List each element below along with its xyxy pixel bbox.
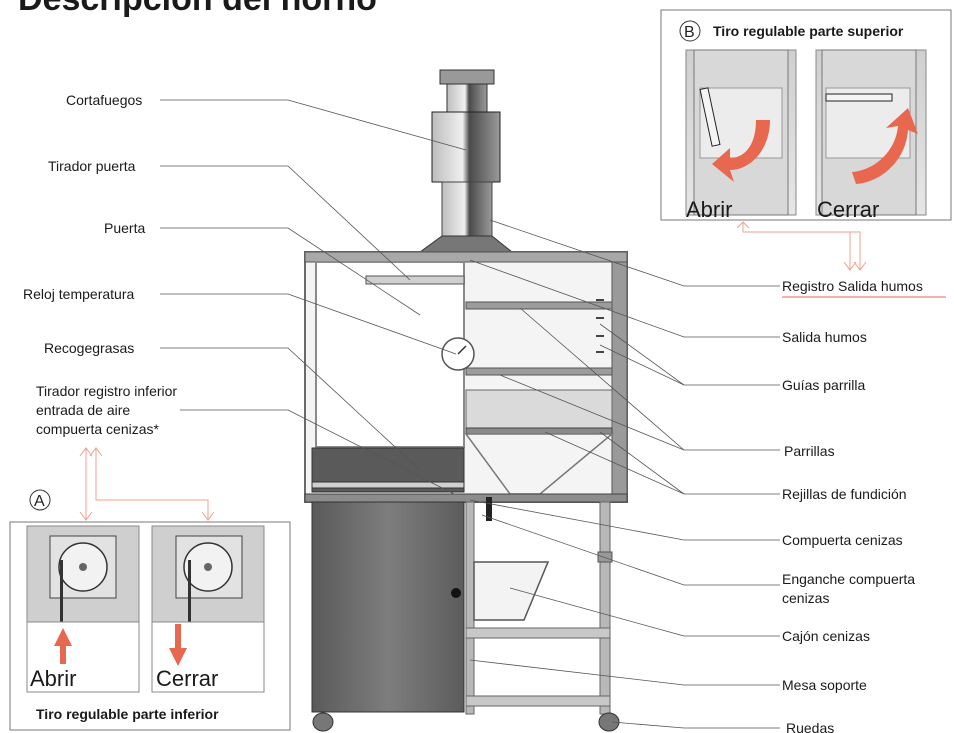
inset-bottom-connectors (79, 447, 215, 521)
label-mesa-soporte: Mesa soporte (782, 677, 867, 693)
inset-bottom-open-label: Abrir (30, 666, 76, 691)
oven-side-wall (611, 251, 628, 503)
inset-bottom-close-hub (204, 563, 212, 571)
labels-left: Cortafuegos Tirador puerta Puerta Reloj … (23, 92, 177, 437)
inset-bottom-open-arrow (54, 628, 72, 664)
table-leg-right (599, 501, 611, 715)
table-rail-mid (465, 627, 611, 639)
label-enganche-compuerta-1: Enganche compuerta (782, 571, 915, 587)
door-handle (365, 275, 465, 285)
label-reloj-temperatura: Reloj temperatura (23, 286, 134, 302)
inset-bottom-open-lowpanel (26, 621, 140, 693)
inset-top-close-damper (825, 93, 893, 102)
inset-bottom: A Abrir Cerrar Tiro regulable parte infe… (9, 489, 291, 731)
cabinet-knob (451, 588, 461, 598)
label-salida-humos: Salida humos (782, 329, 867, 345)
inset-bottom-close-arrow (169, 624, 187, 666)
wheel-right (598, 712, 620, 732)
grill-grate (465, 389, 613, 431)
inset-bottom-marker-circle (29, 489, 51, 511)
inset-bottom-close-rod (188, 560, 191, 640)
inset-top-open-damper (699, 87, 721, 147)
inset-bottom-title: Tiro regulable parte inferior (36, 706, 219, 722)
inset-top-open-arrow (712, 120, 770, 182)
firestop-collar (431, 111, 501, 183)
oven-floor (304, 493, 628, 503)
rack-guide-lower (465, 367, 613, 376)
grill-bar (465, 427, 613, 435)
label-rejillas-fundicion: Rejillas de fundición (782, 486, 907, 502)
grease-tray-lip (311, 481, 465, 489)
oven-door-glass (315, 261, 465, 448)
label-guias-parrilla: Guías parrilla (782, 377, 865, 393)
cabinet (311, 501, 465, 713)
page-title: Descripción del horno (18, 0, 377, 18)
label-tirador-registro-3: compuerta cenizas* (36, 421, 160, 437)
ash-drawer (473, 561, 550, 621)
thermometer-needle (457, 345, 467, 355)
label-ruedas: Ruedas (786, 720, 834, 733)
ash-door-lever (486, 497, 492, 521)
table-bracket (597, 551, 613, 563)
rack-guide-upper (465, 301, 613, 310)
hood-cone (418, 235, 514, 253)
leader-lines (160, 99, 780, 729)
wheel-left (312, 712, 334, 732)
label-registro-salida-humos: Registro Salida humos (782, 278, 923, 294)
label-recogegrasas: Recogegrasas (44, 340, 134, 356)
label-compuerta-cenizas: Compuerta cenizas (782, 532, 903, 548)
table-rail-low (465, 695, 611, 707)
inset-bottom-marker: A (34, 493, 45, 510)
label-parrillas: Parrillas (784, 443, 835, 459)
label-enganche-compuerta-2: cenizas (782, 590, 829, 606)
labels-right: Registro Salida humos Salida humos Guías… (782, 278, 946, 733)
inset-top: B Tiro regulable parte superior Abrir Ce… (660, 9, 952, 222)
oven-top-trim (304, 251, 628, 263)
chimney-ring (439, 69, 495, 85)
inset-bottom-open-hub (79, 563, 87, 571)
inset-top-close-arrow (852, 108, 918, 184)
label-cortafuegos: Cortafuegos (66, 92, 142, 108)
label-tirador-registro-1: Tirador registro inferior (36, 383, 177, 399)
label-tirador-puerta: Tirador puerta (48, 158, 136, 174)
inset-top-marker-circle (679, 20, 701, 42)
table-leg-left (465, 501, 475, 715)
label-cajon-cenizas: Cajón cenizas (782, 628, 870, 644)
inset-top-title: Tiro regulable parte superior (713, 23, 904, 39)
inset-top-connectors (736, 221, 867, 271)
chimney-lower-pipe (441, 181, 493, 245)
inset-bottom-close-label: Cerrar (156, 666, 218, 691)
inset-bottom-close-lowpanel (151, 621, 265, 693)
inset-top-close-label: Cerrar (817, 197, 879, 222)
inset-top-open-label: Abrir (686, 197, 732, 222)
inset-bottom-open-rod (60, 560, 63, 626)
oven (304, 69, 628, 732)
label-puerta: Puerta (104, 220, 145, 236)
inset-top-marker: B (684, 24, 695, 41)
label-tirador-registro-2: entrada de aire (36, 402, 130, 418)
